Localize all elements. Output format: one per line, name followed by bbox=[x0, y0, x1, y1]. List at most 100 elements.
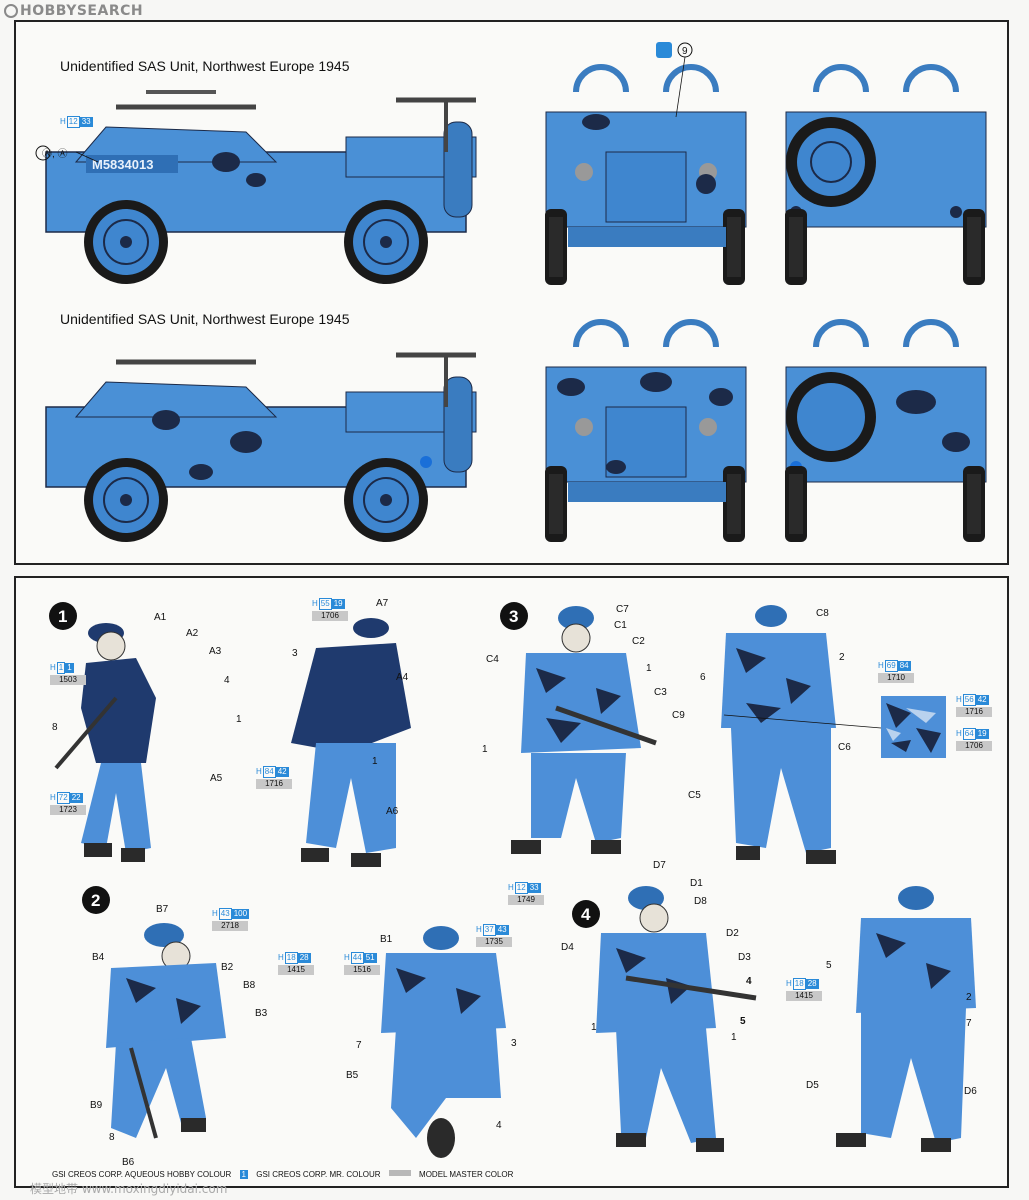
svg-text:C3: C3 bbox=[654, 687, 667, 698]
svg-text:A7: A7 bbox=[376, 598, 389, 609]
figure-4-back bbox=[836, 886, 976, 1152]
svg-text:1: 1 bbox=[482, 744, 488, 755]
svg-text:C4: C4 bbox=[486, 654, 499, 665]
logo-icon bbox=[4, 4, 18, 18]
figure-3-part-labels: C7 C1 C2 C4 1 C3 C9 1 bbox=[482, 604, 685, 755]
camo-swatch bbox=[723, 696, 946, 758]
figure-1-back bbox=[291, 618, 411, 867]
figure-1b-part-labels: A7 3 A4 1 A6 bbox=[292, 598, 409, 817]
figure-3-badge bbox=[500, 602, 528, 630]
svg-text:C8: C8 bbox=[816, 608, 829, 619]
figure-2-part-labels: B7 B4 B2 B8 B3 B9 8 B6 bbox=[90, 904, 268, 1168]
legend-mr: GSI CREOS CORP. MR. COLOUR bbox=[256, 1170, 381, 1179]
svg-text:1: 1 bbox=[372, 756, 378, 767]
figures-panel: 1 2 3 4 A1 A2 A3 4 1 8 A5 A7 3 A4 1 A6 C… bbox=[14, 576, 1009, 1188]
legend-aqueous: GSI CREOS CORP. AQUEOUS HOBBY COLOUR bbox=[52, 1170, 232, 1179]
svg-text:B1: B1 bbox=[380, 934, 393, 945]
svg-text:8: 8 bbox=[52, 722, 58, 733]
figure-3b-part-labels: C8 6 2 C6 C5 bbox=[688, 608, 851, 801]
svg-text:A6: A6 bbox=[386, 806, 399, 817]
legend-mm-swatch bbox=[388, 1170, 411, 1176]
svg-text:2: 2 bbox=[966, 992, 972, 1003]
jeep-front-view-1 bbox=[545, 64, 747, 285]
svg-text:1: 1 bbox=[591, 1022, 597, 1033]
decal-a-icon bbox=[35, 145, 51, 161]
svg-text:C5: C5 bbox=[688, 790, 701, 801]
figure-2b-part-labels: B1 7 B5 3 4 bbox=[346, 934, 517, 1131]
svg-text:A5: A5 bbox=[210, 773, 223, 784]
svg-text:4: 4 bbox=[496, 1120, 502, 1131]
caption-bottom: Unidentified SAS Unit, Northwest Europe … bbox=[60, 311, 350, 327]
svg-text:3: 3 bbox=[511, 1038, 517, 1049]
svg-text:2: 2 bbox=[839, 652, 845, 663]
figure-4b-part-labels: 5 2 7 D5 D6 bbox=[806, 960, 977, 1097]
svg-text:B9: B9 bbox=[90, 1100, 103, 1111]
svg-text:1: 1 bbox=[236, 714, 242, 725]
svg-text:4: 4 bbox=[581, 905, 591, 924]
svg-text:1: 1 bbox=[58, 607, 67, 626]
svg-text:D7: D7 bbox=[653, 860, 666, 871]
vehicle-drawings: M5834013 bbox=[35, 42, 987, 543]
decal-sheet-icon bbox=[656, 42, 672, 58]
svg-text:C9: C9 bbox=[672, 710, 685, 721]
svg-text:C6: C6 bbox=[838, 742, 851, 753]
svg-text:1: 1 bbox=[731, 1032, 737, 1043]
svg-text:B3: B3 bbox=[255, 1008, 268, 1019]
figure-4-part-labels: D7 D1 D8 D4 D2 D3 4 5 1 1 bbox=[561, 860, 752, 1043]
svg-text:B6: B6 bbox=[122, 1157, 135, 1168]
svg-text:6: 6 bbox=[700, 672, 706, 683]
license-plate: M5834013 bbox=[92, 157, 153, 172]
svg-text:3: 3 bbox=[292, 648, 298, 659]
figure-4-badge bbox=[572, 900, 600, 928]
svg-text:1: 1 bbox=[646, 663, 652, 674]
svg-text:B4: B4 bbox=[92, 952, 105, 963]
svg-text:D2: D2 bbox=[726, 928, 739, 939]
svg-text:D1: D1 bbox=[690, 878, 703, 889]
svg-text:D6: D6 bbox=[964, 1086, 977, 1097]
jeep-rear-view-1 bbox=[785, 64, 987, 285]
figure-3-back bbox=[721, 605, 836, 864]
svg-text:B5: B5 bbox=[346, 1070, 359, 1081]
svg-text:C1: C1 bbox=[614, 620, 627, 631]
svg-text:C7: C7 bbox=[616, 604, 629, 615]
svg-text:A4: A4 bbox=[396, 672, 409, 683]
svg-text:A3: A3 bbox=[209, 646, 222, 657]
legend-mr-swatch: 1 bbox=[239, 1170, 248, 1179]
svg-text:4: 4 bbox=[224, 675, 230, 686]
svg-text:D8: D8 bbox=[694, 896, 707, 907]
figure-1-part-labels: A1 A2 A3 4 1 8 A5 bbox=[52, 612, 242, 784]
svg-text:7: 7 bbox=[356, 1040, 362, 1051]
figure-2-front bbox=[106, 923, 226, 1139]
figure-2-badge bbox=[82, 886, 110, 914]
svg-text:7: 7 bbox=[966, 1018, 972, 1029]
figure-4-front bbox=[596, 886, 757, 1152]
jeep-side-view-1: M5834013 bbox=[45, 90, 477, 285]
svg-text:D3: D3 bbox=[738, 952, 751, 963]
figure-1-badge bbox=[49, 602, 77, 630]
jeep-front-view-2 bbox=[545, 319, 747, 542]
vehicle-panel: Unidentified SAS Unit, Northwest Europe … bbox=[14, 20, 1009, 565]
legend-mm: MODEL MASTER COLOR bbox=[419, 1170, 514, 1179]
figure-2-back bbox=[381, 926, 506, 1158]
svg-text:D4: D4 bbox=[561, 942, 574, 953]
svg-text:A1: A1 bbox=[154, 612, 167, 623]
svg-text:B8: B8 bbox=[243, 980, 256, 991]
paint-legend: GSI CREOS CORP. AQUEOUS HOBBY COLOUR 1 G… bbox=[52, 1170, 519, 1179]
svg-text:3: 3 bbox=[509, 607, 518, 626]
figure-3-front bbox=[511, 606, 657, 854]
svg-text:B2: B2 bbox=[221, 962, 234, 973]
svg-text:4: 4 bbox=[746, 976, 752, 987]
